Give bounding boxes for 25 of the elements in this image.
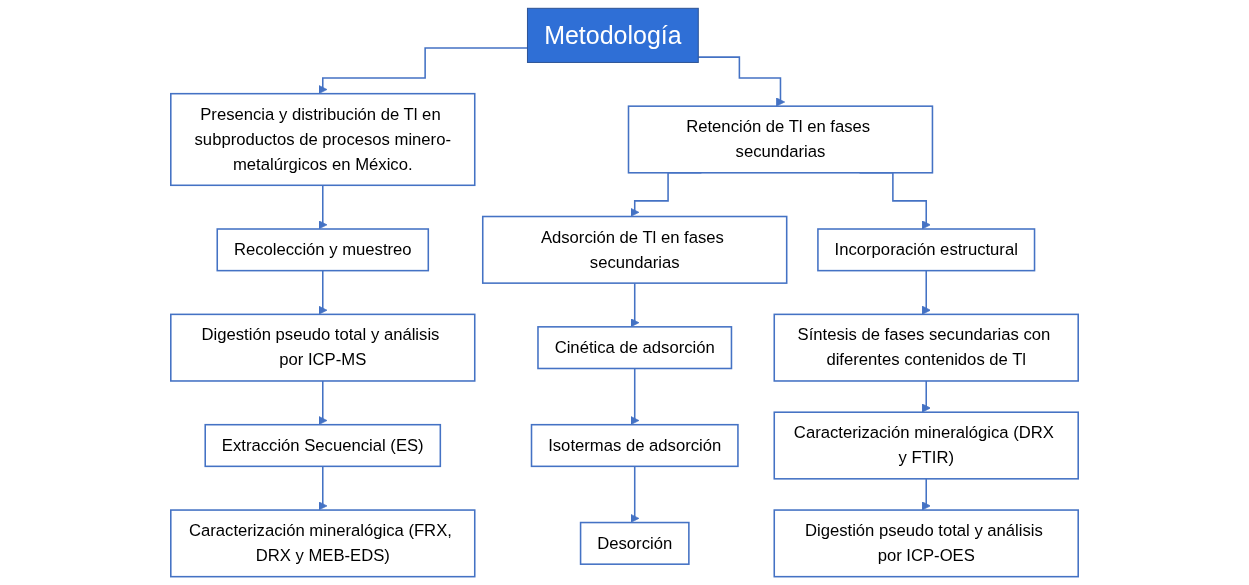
- arrow: [630, 367, 640, 426]
- node-box: Presencia y distribución de Tl en subproductos de procesos minero-metalúrgicos en México.: [170, 92, 476, 187]
- arrow: [318, 465, 328, 511]
- node-box: Digestión pseudo total y análisis por ICP-MS: [170, 313, 476, 382]
- node-box: Extracción Secuencial (ES): [204, 423, 442, 468]
- node-box: Retención de Tl en fases secundarias: [627, 105, 934, 174]
- arrow: [318, 184, 328, 230]
- arrow: [921, 478, 931, 511]
- node-box: Desorción: [579, 521, 690, 565]
- node-box: Recolección y muestreo: [216, 228, 430, 272]
- arrow: [630, 282, 640, 328]
- node-box: Digestión pseudo total y análisis por ICP-OES: [773, 509, 1079, 578]
- arrow: [630, 465, 640, 523]
- node-box: Caracterización mineralógica (DRX y FTIR): [773, 411, 1079, 480]
- node-box: Incorporación estructural: [817, 228, 1036, 272]
- arrow: [318, 269, 328, 315]
- node-box: Síntesis de fases secundarias con diferentes contenidos de Tl: [773, 313, 1079, 382]
- arrow: [921, 269, 931, 315]
- node-box: Adsorción de Tl en fases secundarias: [481, 215, 788, 284]
- node-box: Caracterización mineralógica (FRX, DRX y MEB-EDS): [170, 509, 476, 578]
- node-box: Metodología: [526, 7, 699, 63]
- node-box: Cinética de adsorción: [537, 326, 733, 370]
- arrow: [921, 380, 931, 413]
- arrow: [318, 380, 328, 426]
- node-box: Isotermas de adsorción: [530, 423, 739, 468]
